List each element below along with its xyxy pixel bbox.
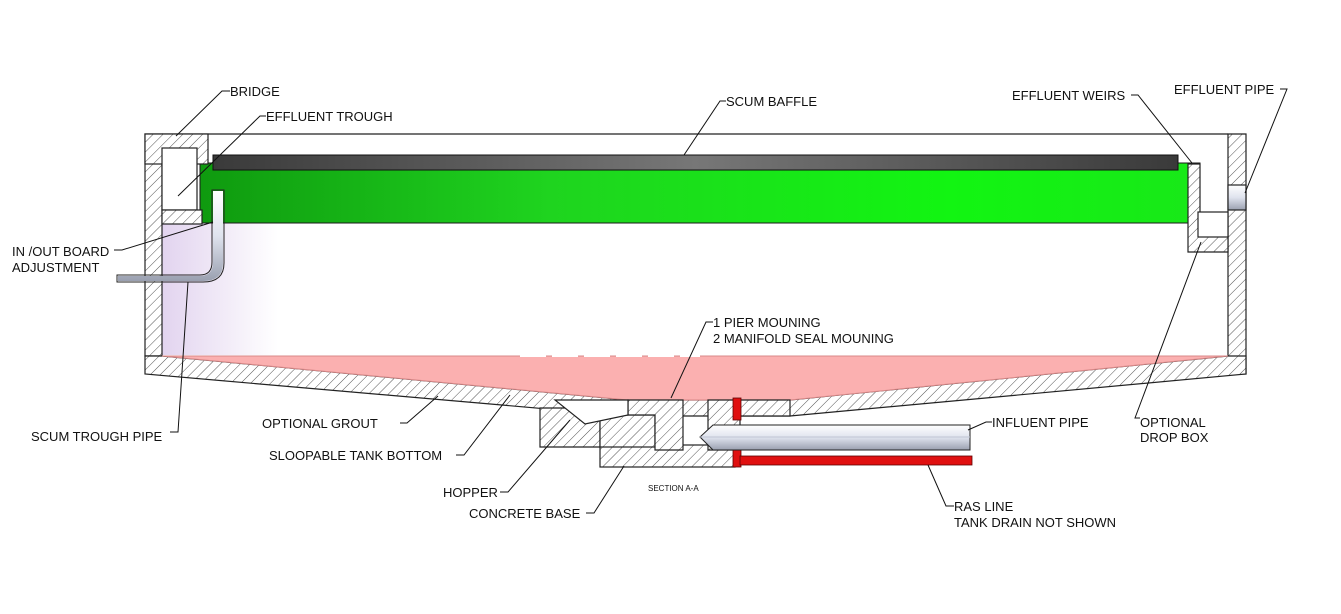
- center-pier: [599, 414, 656, 448]
- scum-trough-pipe: [116, 189, 225, 283]
- svg-text:IN /OUT BOARD: IN /OUT BOARD: [12, 244, 109, 259]
- svg-text:BRIDGE: BRIDGE: [230, 84, 280, 99]
- label-pier-mounting: 1 PIER MOUNING 2 MANIFOLD SEAL MOUNING: [670, 315, 894, 399]
- label-section: SECTION A-A: [648, 484, 699, 493]
- label-effluent-trough: EFFLUENT TROUGH: [177, 109, 393, 197]
- svg-text:CONCRETE BASE: CONCRETE BASE: [469, 506, 581, 521]
- svg-text:EFFLUENT TROUGH: EFFLUENT TROUGH: [266, 109, 393, 124]
- svg-text:INFLUENT PIPE: INFLUENT PIPE: [992, 415, 1089, 430]
- scum-trough-pipe-fill: [118, 191, 223, 281]
- svg-text:SCUM BAFFLE: SCUM BAFFLE: [726, 94, 817, 109]
- label-effluent-weirs: EFFLUENT WEIRS: [1012, 88, 1193, 164]
- svg-text:OPTIONAL: OPTIONAL: [1140, 415, 1206, 430]
- svg-text:HOPPER: HOPPER: [443, 485, 498, 500]
- svg-text:EFFLUENT PIPE: EFFLUENT PIPE: [1174, 82, 1275, 97]
- effluent-pipe-stub: [1227, 184, 1247, 211]
- hopper-lip: [553, 399, 629, 425]
- svg-text:1 PIER MOUNING: 1 PIER MOUNING: [713, 315, 821, 330]
- ras-line: [739, 455, 973, 466]
- svg-text:2 MANIFOLD SEAL MOUNING: 2 MANIFOLD SEAL MOUNING: [713, 331, 894, 346]
- label-scum-trough-pipe: SCUM TROUGH PIPE: [31, 281, 189, 444]
- label-optional-drop-box: OPTIONAL DROP BOX: [1134, 241, 1209, 445]
- svg-text:ADJUSTMENT: ADJUSTMENT: [12, 260, 99, 275]
- effluent-weir-notch: [1197, 211, 1229, 238]
- scum-trough-box: [161, 209, 203, 225]
- clarified-liquid-zone: [199, 162, 1201, 224]
- svg-text:SECTION A-A: SECTION A-A: [648, 484, 699, 493]
- label-bridge: BRIDGE: [175, 84, 280, 137]
- ras-riser-upper: [732, 397, 742, 421]
- effluent-trough-box: [161, 147, 198, 211]
- label-optional-grout: OPTIONAL GROUT: [262, 395, 439, 431]
- svg-text:SLOOPABLE TANK BOTTOM: SLOOPABLE TANK BOTTOM: [269, 448, 442, 463]
- label-sloopable-bottom: SLOOPABLE TANK BOTTOM: [269, 394, 511, 463]
- label-effluent-pipe: EFFLUENT PIPE: [1174, 82, 1288, 194]
- svg-text:OPTIONAL GROUT: OPTIONAL GROUT: [262, 416, 378, 431]
- label-influent-pipe: INFLUENT PIPE: [967, 415, 1089, 431]
- left-tank-wall: [144, 133, 163, 357]
- svg-text:DROP BOX: DROP BOX: [1140, 430, 1209, 445]
- label-hopper: HOPPER: [443, 419, 571, 500]
- svg-text:EFFLUENT WEIRS: EFFLUENT WEIRS: [1012, 88, 1125, 103]
- label-scum-baffle: SCUM BAFFLE: [683, 94, 817, 156]
- scum-baffle: [212, 154, 1179, 171]
- svg-text:SCUM TROUGH PIPE: SCUM TROUGH PIPE: [31, 429, 163, 444]
- label-inout-board: IN /OUT BOARD ADJUSTMENT: [12, 221, 214, 275]
- svg-text:TANK DRAIN NOT SHOWN: TANK DRAIN NOT SHOWN: [954, 515, 1116, 530]
- right-tank-wall: [1227, 133, 1247, 375]
- label-concrete-base: CONCRETE BASE: [469, 465, 625, 521]
- svg-text:RAS LINE: RAS LINE: [954, 499, 1014, 514]
- effluent-launder: [1187, 163, 1229, 253]
- label-ras-line: RAS LINE TANK DRAIN NOT SHOWN: [927, 464, 1116, 530]
